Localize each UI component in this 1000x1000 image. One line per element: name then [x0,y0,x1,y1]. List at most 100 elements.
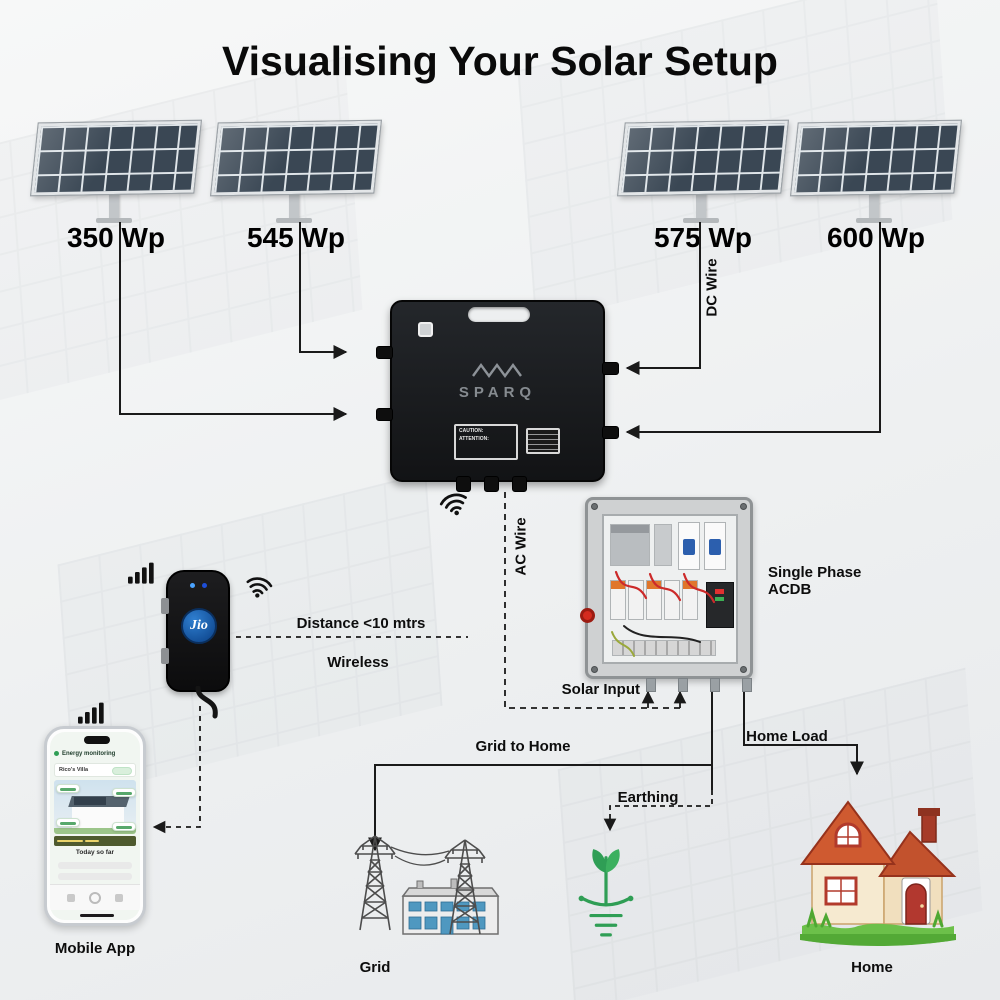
villa-walls [72,807,124,829]
leaf-left [592,849,607,873]
app-header: Energy monitoring [54,747,136,760]
jio-monitoring-device: Jio [161,570,230,692]
inverter-handle-slot [468,307,530,322]
wattage-label-4: 600 Wp [826,222,926,253]
solar-panel-base [96,218,132,223]
device-led [190,583,195,588]
phone-nav-bar [50,884,140,910]
screw-icon [740,503,747,510]
inverter-spec-label [526,428,560,454]
home-caption: Home [851,959,893,976]
screw-icon [591,503,598,510]
solar-panel-1 [29,119,203,223]
front-door [905,883,927,925]
solar-panel-4 [789,119,963,223]
inverter-caution-label: CAUTION: ATTENTION: [454,424,518,460]
wattage-label-3: 575 Wp [653,222,753,253]
device-clip [161,598,169,614]
dc-connector-left-1 [376,346,393,359]
acdb-panel [602,514,738,664]
jio-logo: Jio [181,608,217,644]
grass-base [800,934,956,946]
villa-lawn [54,828,136,834]
grid-caption: Grid [359,959,391,976]
status-dot [54,751,59,756]
solar-panel-base [276,218,312,223]
breaker-toggle [683,539,695,555]
today-so-far-label: Today so far [75,849,115,856]
solar-panel-stand [289,192,299,218]
mobile-app-caption: Mobile App [54,940,136,957]
wire-grid-to-home [368,691,713,852]
breaker-toggle [709,539,721,555]
site-card: Rico's Villa [54,763,136,777]
acdb-module [610,524,650,566]
solar-panel-base [683,218,719,223]
home-load-label: Home Load [746,728,828,745]
acdb-black-module [706,582,734,628]
phone-home-indicator [80,914,114,917]
wattage-label-1: 350 Wp [66,222,166,253]
distance-label: Distance <10 mtrs [296,615,426,632]
side-roof [878,830,957,877]
front-window-panes [826,878,856,904]
microinverter: SPARQ CAUTION: ATTENTION: [376,300,619,492]
dc-connector-right-1 [602,362,619,375]
page-title: Visualising Your Solar Setup [222,38,778,84]
acdb-gland-2 [678,678,688,692]
villa-solar-panels [74,797,106,805]
mobile-phone: Energy monitoring Rico's Villa Today so … [44,726,146,926]
ac-connector-1 [456,476,471,492]
solar-panel-2 [209,119,383,223]
wire-panel3-to-inverter [625,222,701,375]
dc-connector-right-2 [602,426,619,439]
wire-earthing-dashed [603,790,713,832]
grid-building-vents [416,878,458,888]
acdb-gland-4 [742,678,752,692]
home-illustration [800,800,957,946]
power-lines [390,846,450,866]
attention-text: ATTENTION: [459,435,489,442]
stat-chip [112,822,136,831]
grid-building-roof [401,887,500,897]
list-item [58,862,132,869]
leaf-right [605,849,620,873]
device-clip [161,648,169,664]
solar-input-label: Solar Input [561,681,640,698]
acdb-gland-1 [646,678,656,692]
device-cable [195,686,218,719]
wattage-label-2: 545 Wp [246,222,346,253]
solar-panel-base [856,218,892,223]
earthing-label: Earthing [617,789,679,806]
screw-icon [591,666,598,673]
inverter-brand: SPARQ [458,384,537,401]
door-handle [920,904,924,908]
acdb-terminal-unit [610,580,626,620]
acdb-box [580,497,753,692]
stat-chip [56,818,80,827]
solar-panel-stand [869,192,879,218]
device-led [202,583,207,588]
acdb-module [654,524,672,566]
stat-chip [112,788,136,797]
site-name: Rico's Villa [59,767,89,773]
wifi-icon [439,493,467,516]
solar-panel-stand [696,192,706,218]
acdb-red-button [580,608,595,623]
chimney-cap [918,808,940,816]
acdb-terminal-strip [612,640,716,656]
ac-wire-line [504,492,680,709]
wire-panel2-to-inverter [299,222,348,359]
alert-banner [54,836,136,846]
wire-jio-to-phone [152,706,201,834]
signal-bars-icon [128,562,154,584]
acdb-breaker [704,522,726,570]
acdb-label: Single Phase ACDB [768,564,862,598]
wireless-label: Wireless [327,654,389,671]
grid-to-home-label: Grid to Home [475,738,571,755]
attic-window-panes [837,825,859,846]
acdb-gland-3 [710,678,720,692]
ac-connector-2 [484,476,499,492]
transmission-tower [354,835,396,931]
